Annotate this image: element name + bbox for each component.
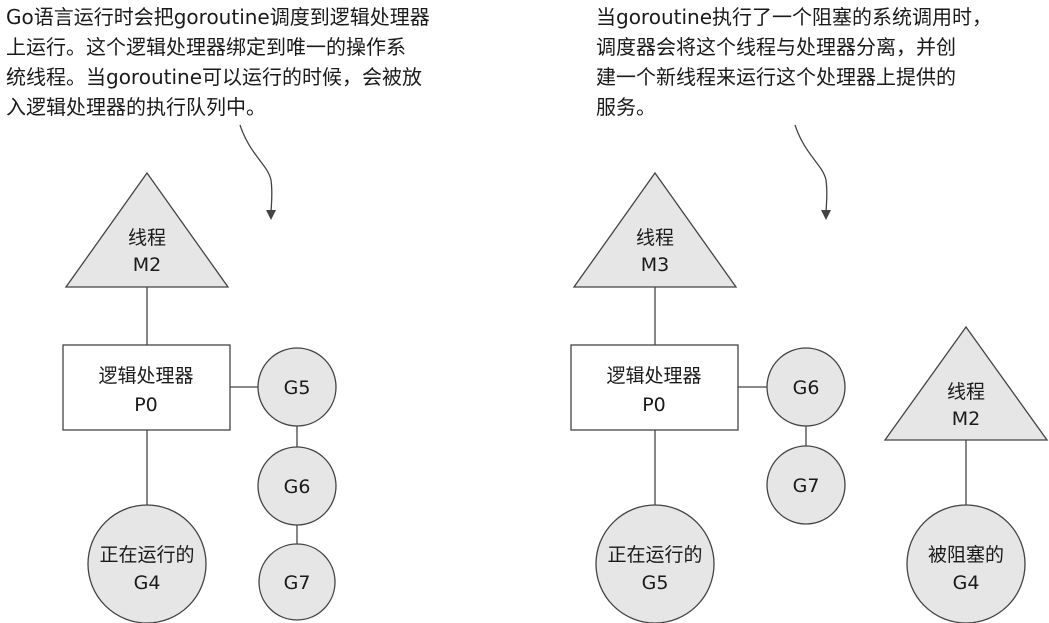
run-queue: G5 G6 G7 (257, 347, 337, 621)
goroutine-label: 被阻塞的 (928, 544, 1004, 566)
thread-id: M2 (133, 254, 161, 276)
right-diagram: 线程 M3 逻辑处理器 P0 正在运行的 G5 G6 G7 (570, 124, 1049, 623)
goroutine-id: G7 (284, 572, 311, 594)
detached-thread-m2: 线程 M2 (883, 325, 1049, 441)
thread-m2: 线程 M2 (64, 171, 230, 288)
queue-goroutine-g7: G7 (766, 445, 846, 525)
processor-p0: 逻辑处理器 P0 (62, 344, 231, 431)
processor-id: P0 (134, 394, 158, 416)
thread-m3: 线程 M3 (572, 171, 738, 288)
goroutine-id: G4 (134, 572, 161, 594)
thread-triangle (572, 171, 738, 288)
processor-label: 逻辑处理器 (98, 365, 193, 387)
goroutine-circle (595, 504, 715, 623)
queue-goroutine-g5: G5 (257, 347, 337, 427)
run-queue: G6 G7 (766, 347, 846, 525)
caption-line: 当goroutine执行了一个阻塞的系统调用时， (596, 5, 993, 29)
thread-id: M2 (952, 408, 980, 430)
goroutine-circle (766, 347, 846, 427)
caption-line: 调度器会将这个线程与处理器分离，并创 (596, 35, 956, 59)
thread-triangle (64, 171, 230, 288)
goroutine-id: G5 (642, 572, 669, 594)
right-caption: 当goroutine执行了一个阻塞的系统调用时， 调度器会将这个线程与处理器分离… (596, 2, 992, 122)
goroutine-id: G7 (793, 475, 820, 497)
goroutine-id: G5 (284, 377, 311, 399)
caption-line: 建一个新线程来运行这个处理器上提供的 (596, 65, 956, 89)
goroutine-label: 正在运行的 (607, 544, 702, 566)
queue-goroutine-g6: G6 (257, 446, 337, 526)
right-pointer-arrow (794, 124, 832, 220)
processor-box (570, 344, 739, 431)
goroutine-id: G6 (793, 377, 820, 399)
goroutine-id: G6 (284, 476, 311, 498)
queue-goroutine-g6: G6 (766, 347, 846, 427)
goroutine-circle (257, 446, 337, 526)
goroutine-circle (258, 543, 336, 621)
processor-label: 逻辑处理器 (606, 365, 701, 387)
thread-label: 线程 (128, 227, 166, 249)
caption-line: 服务。 (596, 95, 656, 119)
running-goroutine-g4: 正在运行的 G4 (87, 504, 207, 623)
processor-id: P0 (642, 394, 666, 416)
caption-line: 入逻辑处理器的执行队列中。 (6, 95, 266, 119)
goroutine-id: G4 (953, 572, 980, 594)
left-diagram: 线程 M2 逻辑处理器 P0 正在运行的 G4 G5 G6 (62, 124, 337, 623)
goroutine-circle (87, 504, 207, 623)
thread-triangle (883, 325, 1049, 441)
thread-id: M3 (641, 254, 669, 276)
left-pointer-arrow (239, 124, 277, 220)
processor-box (62, 344, 231, 431)
goroutine-circle (257, 347, 337, 427)
goroutine-circle (906, 504, 1026, 623)
caption-line: 上运行。这个逻辑处理器绑定到唯一的操作系 (6, 35, 406, 59)
caption-line: Go语言运行时会把goroutine调度到逻辑处理器 (6, 5, 430, 29)
thread-label: 线程 (947, 381, 985, 403)
left-caption: Go语言运行时会把goroutine调度到逻辑处理器 上运行。这个逻辑处理器绑定… (6, 2, 430, 122)
goroutine-label: 正在运行的 (99, 544, 194, 566)
queue-goroutine-g7: G7 (258, 543, 336, 621)
caption-line: 统线程。当goroutine可以运行的时候，会被放 (6, 65, 423, 89)
running-goroutine-g5: 正在运行的 G5 (595, 504, 715, 623)
thread-label: 线程 (636, 227, 674, 249)
processor-p0: 逻辑处理器 P0 (570, 344, 739, 431)
goroutine-circle (766, 445, 846, 525)
blocked-goroutine-g4: 被阻塞的 G4 (906, 504, 1026, 623)
